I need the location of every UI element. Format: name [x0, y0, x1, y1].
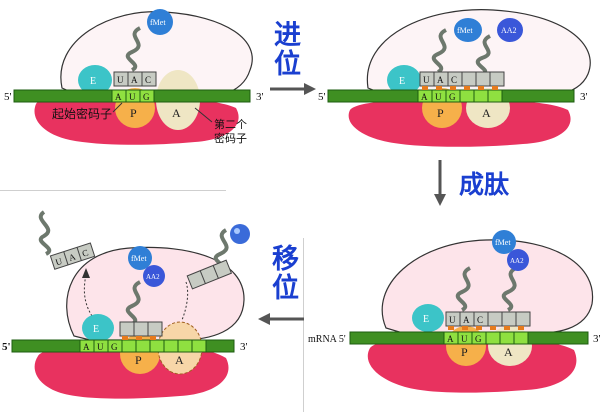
released-anticodon: U A C [49, 242, 96, 270]
arrow-left [258, 313, 304, 325]
anticodon-1: U [117, 75, 124, 85]
aa2-circle [143, 265, 165, 287]
second-codon-label-2: 密码子 [214, 131, 247, 145]
fmet-label: fMet [131, 254, 147, 263]
panel-peptide-bond-svg: E P A A U G mRNA 5' 3' U A C fMet [308, 230, 601, 393]
five-prime-label: 5' [4, 91, 12, 103]
codon-2: U [129, 92, 136, 102]
step-shift-char-1: 移 [272, 244, 299, 275]
codon-3: G [475, 334, 482, 344]
e-site [387, 65, 421, 95]
codon-3: G [111, 342, 118, 352]
trna-aa2 [501, 266, 518, 312]
five-prime-label: 5' [318, 91, 326, 103]
base-pair-marks [122, 336, 156, 340]
fmet-label: fMet [457, 26, 473, 35]
trna-fmet [125, 26, 142, 72]
e-site-label: E [93, 324, 99, 335]
p-site-label: P [130, 106, 137, 120]
divider-vertical [303, 238, 304, 412]
panel-aminoacyl-entry-svg: E P A A U G 5' 3' U A C fMe [318, 9, 591, 147]
released-anticodon-1: U [54, 256, 64, 268]
e-site-label: E [399, 76, 405, 87]
step-shift-char-2: 位 [272, 273, 299, 304]
anticodon-1: U [449, 315, 456, 325]
anticodon-1: U [423, 75, 430, 85]
start-codon-label: 起始密码子 [52, 106, 112, 121]
trna-aa2 [475, 34, 492, 76]
step-peptide-label: 成肽 [459, 170, 510, 199]
codon-3: G [449, 92, 456, 102]
codon-1: A [115, 92, 122, 102]
trna-fmet [431, 28, 448, 74]
aa2-label: AA2 [501, 26, 517, 35]
codon-2: U [435, 92, 442, 102]
panel-peptide-bond: E P A A U G mRNA 5' 3' U A C fMet [306, 212, 606, 412]
a-site-label: A [172, 106, 181, 120]
released-anticodon-3: C [81, 247, 90, 258]
three-prime-label: 3' [593, 333, 601, 345]
arrow-down [434, 160, 446, 206]
codon-1: A [447, 334, 454, 344]
aa2-circle [497, 18, 523, 42]
panel-translocation-svg: U A C E P A A U G 5' 3' [2, 210, 250, 399]
panel-translocation: U A C E P A A U G 5' 3' [0, 190, 270, 412]
codon-1: A [83, 342, 90, 352]
a-site-label: A [482, 106, 491, 120]
second-codon-label-1: 第二个 [214, 117, 247, 131]
anticodon-3: C [145, 75, 151, 85]
trna-fmet [455, 266, 472, 312]
released-anticodon-2: A [68, 251, 78, 263]
codon-1: A [421, 92, 428, 102]
fmet-circle [492, 230, 516, 254]
fmet-circle [128, 246, 152, 270]
anticodon-3: C [451, 75, 457, 85]
aa2-label: AA2 [510, 257, 524, 265]
fmet-circle [454, 18, 482, 42]
panel-initiation-svg: E P A A U G 5' 3' U A C fMet 起始密码子 第二个 密… [4, 9, 264, 145]
three-prime-label: 3' [256, 91, 264, 103]
e-site [78, 65, 112, 95]
step-translocation-label: 进 位 [274, 22, 301, 78]
step-translocation-char-2: 位 [274, 49, 301, 80]
panel-initiation: E P A A U G 5' 3' U A C fMet 起始密码子 第二个 密… [0, 0, 270, 150]
codon-3: G [143, 92, 150, 102]
e-site [412, 304, 444, 332]
anticodon-3: C [477, 315, 483, 325]
p-site-label: P [461, 345, 468, 359]
three-prime-label: 3' [580, 91, 588, 103]
codon-2: U [97, 342, 104, 352]
anticodon-2: A [437, 75, 444, 85]
codon-2: U [461, 334, 468, 344]
five-prime-label: 5' [2, 341, 11, 353]
divider-horizontal [0, 190, 226, 191]
three-prime-label: 3' [240, 341, 248, 353]
incoming-amino-acid [230, 224, 250, 244]
step-shift-label: 移 位 [272, 246, 299, 302]
mrna5-label: mRNA 5' [308, 334, 346, 345]
trna-peptidyl [125, 280, 142, 326]
released-trna [38, 210, 52, 256]
small-subunit [348, 100, 571, 147]
a-site-label: A [504, 345, 513, 359]
fmet-label: fMet [150, 18, 166, 27]
e-site-label: E [423, 314, 429, 325]
a-site-label: A [175, 353, 184, 367]
anticodon-2: A [463, 315, 470, 325]
base-pair-marks [422, 86, 498, 90]
fmet-circle [147, 9, 173, 35]
p-site-label: P [437, 106, 444, 120]
e-site-label: E [90, 76, 96, 87]
aa2-circle [507, 249, 529, 271]
aa2-label: AA2 [146, 273, 160, 281]
fmet-label: fMet [495, 238, 511, 247]
p-site-label: P [135, 353, 142, 367]
panel-aminoacyl-entry: E P A A U G 5' 3' U A C fMe [318, 0, 606, 150]
arrow-right [270, 83, 316, 95]
base-pair-marks [448, 326, 524, 330]
e-site [82, 314, 114, 342]
step-translocation-char-1: 进 [274, 20, 301, 51]
anticodon-2: A [131, 75, 138, 85]
